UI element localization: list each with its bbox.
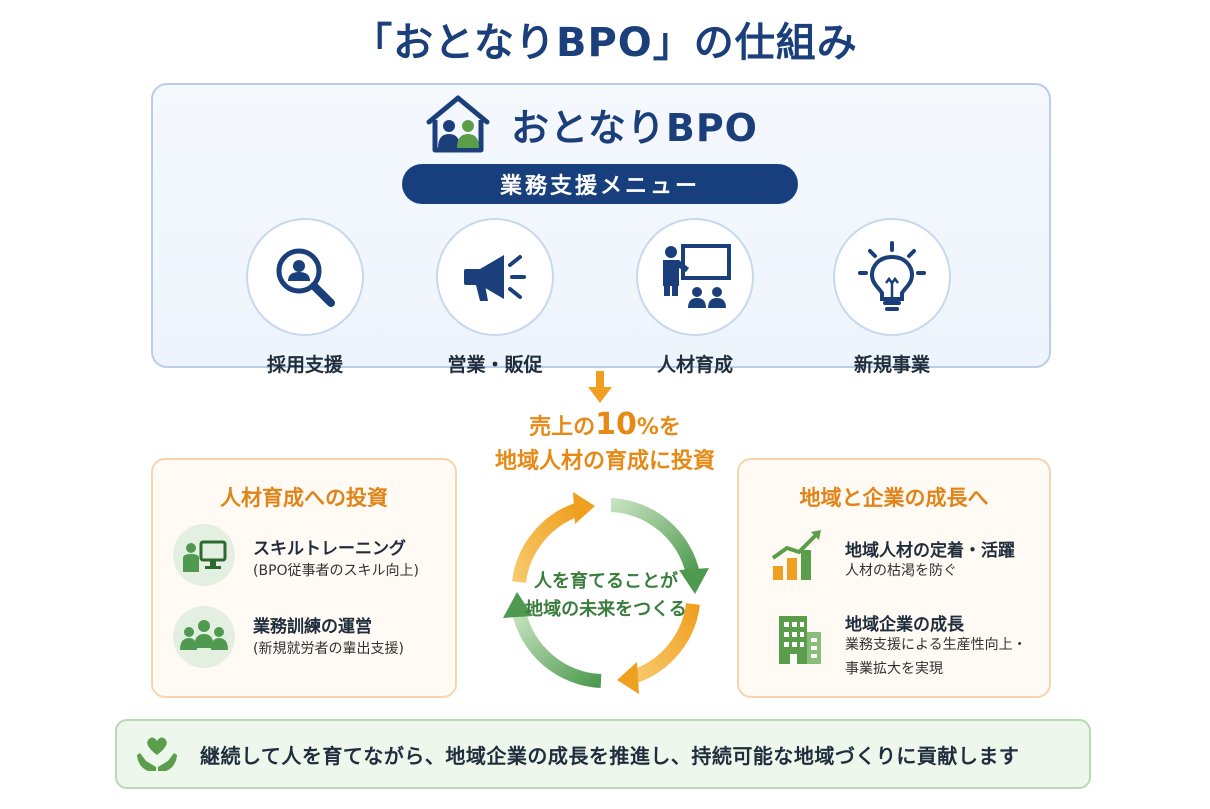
investment-percent: 10: [595, 407, 637, 442]
item-subtitle-2: 事業拡大を実現: [845, 661, 943, 677]
item-title: 地域人材の定着・活躍: [845, 541, 1015, 561]
item-title: スキルトレーニング: [253, 539, 406, 559]
service-menu-label: 業務支援メニュー: [402, 164, 798, 204]
service-sales: 営業・販促: [435, 218, 555, 377]
growth-cycle-diagram: [502, 489, 710, 697]
computer-training-icon: [173, 524, 235, 586]
cycle-arrow-orange-top: [512, 502, 582, 584]
service-label: 新規事業: [853, 354, 930, 376]
service-label: 営業・販促: [447, 354, 543, 376]
building-icon: [767, 608, 829, 670]
panel-title: 人材育成への投資: [220, 486, 388, 510]
regional-growth-panel: 地域と企業の成長へ 地域人材の定着・活躍 人材の枯渇を防ぐ 地域企業の成長 業務…: [737, 458, 1051, 698]
item-title: 地域企業の成長: [845, 615, 964, 635]
footer-banner: [115, 719, 1091, 789]
page-title: 「おとなりBPO」の仕組み: [352, 20, 858, 66]
house-people-icon: [426, 95, 490, 153]
brand-name: おとなりBPO: [511, 105, 758, 150]
cycle-arrow-orange-bottom: [630, 602, 700, 684]
service-training: 人材育成: [635, 218, 755, 377]
lightbulb-icon: [858, 241, 926, 311]
panel-title: 地域と企業の成長へ: [799, 486, 989, 510]
service-recruitment: 採用支援: [245, 218, 365, 377]
investment-statement: 売上の10%を 地域人材の育成に投資: [460, 408, 750, 479]
growth-chart-icon: [767, 524, 829, 586]
group-icon: [173, 606, 235, 668]
training-board-icon: [663, 244, 731, 308]
talent-investment-panel: 人材育成への投資 スキルトレーニング (BPO従事者のスキル向上) 業務訓練の運…: [151, 458, 457, 698]
arrow-down-icon: [588, 371, 612, 403]
cycle-center-text: 人を育てることが 地域の未来をつくる: [525, 571, 687, 620]
item-subtitle: 業務支援による生産性向上・: [845, 637, 1027, 653]
investment-line-2: 地域人材の育成に投資: [494, 449, 715, 474]
service-icon-circle: [636, 218, 754, 336]
service-label: 採用支援: [266, 354, 343, 376]
investment-line-1: 売上の10%を: [529, 407, 681, 442]
cycle-arrow-green-top: [610, 498, 700, 576]
service-icon-circle: [246, 218, 364, 336]
footer-statement: 継続して人を育てながら、地域企業の成長を推進し、持続可能な地域づくりに貢献します: [200, 744, 1020, 768]
service-new-business: 新規事業: [832, 218, 952, 377]
cycle-arrow-green-bottom: [512, 610, 602, 688]
item-subtitle: (新規就労者の輩出支援): [253, 641, 404, 657]
heart-hands-icon: [137, 737, 177, 771]
service-icon-circle: [833, 218, 951, 336]
brand-header: おとなりBPO: [425, 94, 758, 154]
item-title: 業務訓練の運営: [253, 617, 372, 637]
service-label: 人材育成: [656, 354, 733, 376]
item-subtitle: 人材の枯渇を防ぐ: [845, 563, 957, 579]
search-person-icon: [276, 248, 335, 307]
item-subtitle: (BPO従事者のスキル向上): [253, 563, 419, 579]
megaphone-icon: [464, 255, 526, 301]
service-icon-circle: [436, 218, 554, 336]
